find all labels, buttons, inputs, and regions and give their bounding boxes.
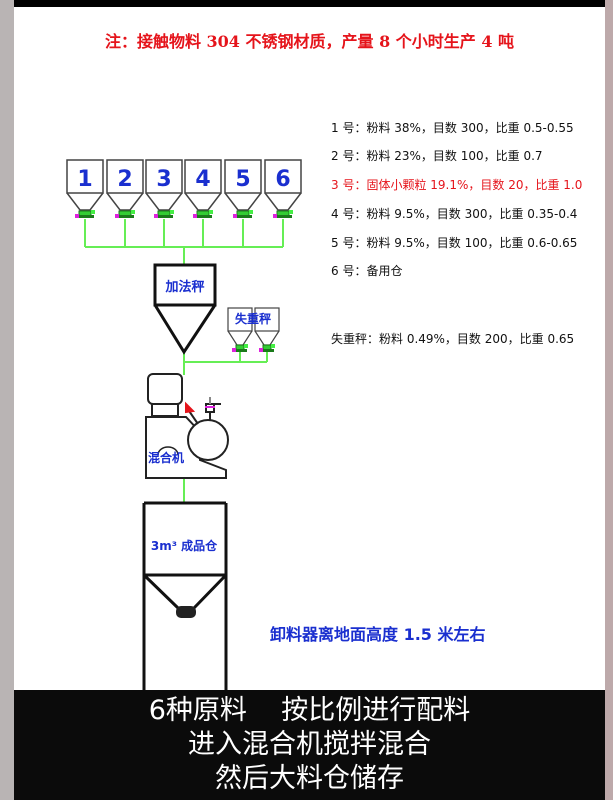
loss-weight-hopper <box>254 307 280 352</box>
silo-label: 3m³ 成品仓 <box>151 538 218 553</box>
material-spec: 5 号：粉料 9.5%，目数 100，比重 0.6-0.65 <box>331 236 578 250</box>
right-border <box>605 0 613 800</box>
caption-line: 6种原料 按比例进行配料 <box>148 695 471 726</box>
hopper-number: 3 <box>156 167 171 192</box>
material-spec: 1 号：粉料 38%，目数 300，比重 0.5-0.55 <box>331 121 574 135</box>
batch-scale: 加法秤 <box>153 263 217 355</box>
product-silo: 3m³ 成品仓 <box>142 501 228 690</box>
material-spec: 6 号：备用仓 <box>331 264 403 278</box>
discharge-height-note: 卸料器离地面高度 1.5 米左右 <box>270 625 486 644</box>
loss-weight-hopper <box>227 307 253 352</box>
hopper-number: 1 <box>77 167 92 192</box>
hopper-3: 3 <box>145 159 183 247</box>
hopper-2: 2 <box>106 159 144 247</box>
material-spec: 4 号：粉料 9.5%，目数 300，比重 0.35-0.4 <box>331 207 578 221</box>
hopper-number: 6 <box>275 167 290 192</box>
feed-pipes <box>85 246 283 503</box>
hopper-number: 5 <box>235 167 250 192</box>
hopper-6: 6 <box>264 159 302 247</box>
batch-scale-label: 加法秤 <box>164 279 204 295</box>
hopper-number: 2 <box>117 167 132 192</box>
loss-weight-scale-label: 失重秤 <box>235 311 271 326</box>
mixer-label: 混合机 <box>148 450 184 465</box>
caption-line: 然后大料仓储存 <box>215 763 404 794</box>
material-note: 注：接触物料 304 不锈钢材质，产量 8 个小时生产 4 吨 <box>104 32 515 51</box>
hopper-number: 4 <box>195 167 210 192</box>
material-spec: 2 号：粉料 23%，目数 100，比重 0.7 <box>331 149 543 163</box>
loss-weight-scale: 失重秤 <box>227 307 280 352</box>
left-border <box>0 0 14 800</box>
hopper-4: 4 <box>184 159 222 247</box>
mixer: 混合机 <box>145 373 229 479</box>
video-caption: 6种原料 按比例进行配料 进入混合机搅拌混合 然后大料仓储存 <box>14 690 605 800</box>
caption-line: 进入混合机搅拌混合 <box>188 729 431 760</box>
material-spec: 失重秤：粉料 0.49%，目数 200，比重 0.65 <box>331 332 575 346</box>
material-spec: 3 号：固体小颗粒 19.1%，目数 20，比重 1.0 <box>331 178 583 192</box>
top-bar <box>14 0 605 7</box>
hopper-5: 5 <box>224 159 262 247</box>
hopper-1: 1 <box>66 159 104 247</box>
